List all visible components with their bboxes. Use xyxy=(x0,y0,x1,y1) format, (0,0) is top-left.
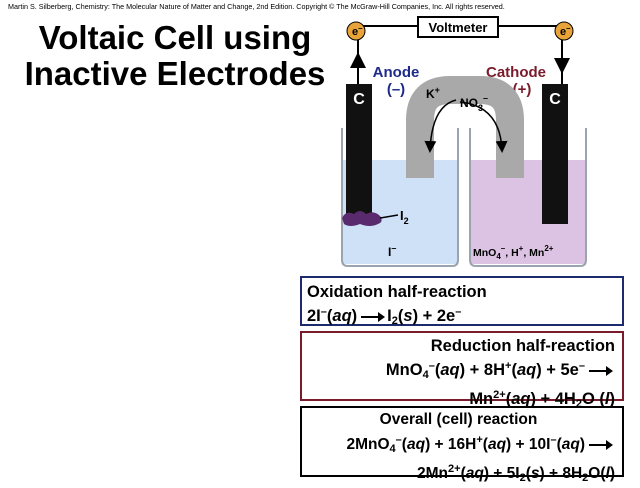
anode-electrode xyxy=(346,84,372,224)
anode-solution-label: I– xyxy=(388,243,396,259)
page-title: Voltaic Cell using Inactive Electrodes xyxy=(10,20,340,92)
iodine-deposit xyxy=(342,211,382,226)
iodine-pointer xyxy=(379,214,399,219)
oxidation-equation: 2I–(aq)I2(s) + 2e– xyxy=(307,306,462,327)
reduction-equation-line-2: Mn2+(aq) + 4H2O (l) xyxy=(469,389,615,410)
anion-flow-arrow xyxy=(459,101,508,153)
reduction-title: Reduction half-reaction xyxy=(430,337,615,355)
electron-left-label: e– xyxy=(352,24,363,38)
title-line-1: Voltaic Cell using xyxy=(38,19,312,56)
salt-bridge xyxy=(406,76,524,178)
reduction-equation-line-1: MnO4–(aq) + 8H+(aq) + 5e– xyxy=(302,356,615,385)
electron-right xyxy=(554,21,574,41)
cathode-electrode xyxy=(542,84,568,224)
overall-equation-line-1: 2MnO4–(aq) + 16H+(aq) + 10I–(aq) xyxy=(302,430,615,459)
salt-bridge-cation: K+ xyxy=(426,85,440,101)
voltaic-cell-diagram: Voltmeter e– e– Anode (–) Cathode (+) K+… xyxy=(341,16,587,267)
reaction-arrow xyxy=(589,365,613,376)
anode-sign: (–) xyxy=(387,81,405,98)
reaction-arrow xyxy=(589,439,613,450)
voltmeter-label: Voltmeter xyxy=(429,20,488,35)
anode-label: Anode xyxy=(373,64,420,81)
reduction-box: Reduction half-reaction MnO4–(aq) + 8H+(… xyxy=(300,331,624,410)
oxidation-title: Oxidation half-reaction xyxy=(307,283,487,301)
electron-right-label: e– xyxy=(560,24,571,38)
overall-box: Overall (cell) reaction 2MnO4–(aq) + 16H… xyxy=(300,406,624,484)
reaction-arrow xyxy=(361,311,386,322)
cathode-label: Cathode xyxy=(486,64,546,81)
oxidation-box: Oxidation half-reaction 2I–(aq)I2(s) + 2… xyxy=(300,276,624,327)
cathode-solution-label: MnO4–, H+, Mn2+ xyxy=(473,244,554,261)
title-line-2: Inactive Electrodes xyxy=(24,55,326,92)
voltmeter-box xyxy=(417,16,499,38)
iodine-label: I2 xyxy=(400,208,409,226)
cathode-electrode-label: C xyxy=(549,91,561,108)
cation-flow-arrow xyxy=(424,99,457,153)
cathode-beaker xyxy=(469,128,587,267)
copyright-notice: Martin S. Silberberg, Chemistry: The Mol… xyxy=(8,2,505,11)
overall-equation-line-2: 2Mn2+(aq) + 5I2(s) + 8H2O(l) xyxy=(417,463,615,484)
anode-beaker xyxy=(341,128,459,267)
anode-electrode-label: C xyxy=(353,91,365,108)
electron-left xyxy=(346,21,366,41)
overall-title: Overall (cell) reaction xyxy=(379,411,538,428)
